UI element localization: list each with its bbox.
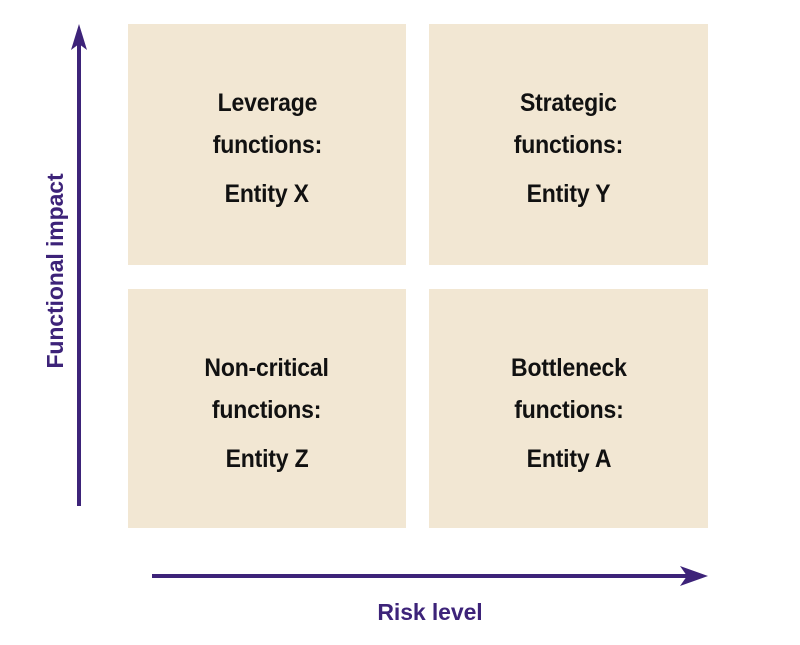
- quadrant-title: Bottleneck functions:: [511, 347, 627, 431]
- quadrant-title-line-2: functions:: [212, 131, 322, 159]
- quadrant-title-line-2: functions:: [513, 396, 624, 424]
- quadrant-title: Leverage functions:: [212, 82, 322, 166]
- quadrant-title: Strategic functions:: [513, 82, 624, 166]
- quadrant-title-line-1: Bottleneck: [510, 354, 627, 382]
- quadrant-entity: Entity X: [224, 180, 310, 208]
- quadrant-title-line-2: functions:: [513, 131, 624, 159]
- quadrant-title-line-1: Leverage: [217, 89, 317, 117]
- quadrant-bottom-right[interactable]: Bottleneck functions: Entity A: [429, 289, 708, 528]
- y-axis-label: Functional impact: [42, 173, 68, 369]
- x-axis-arrow: [150, 562, 710, 590]
- arrow-up-icon: [71, 24, 87, 506]
- quadrant-entity: Entity Z: [225, 445, 309, 473]
- quadrant-top-right[interactable]: Strategic functions: Entity Y: [429, 24, 708, 265]
- quadrant-top-left[interactable]: Leverage functions: Entity X: [128, 24, 406, 265]
- quadrant-entity: Entity Y: [526, 180, 611, 208]
- quadrant-bottom-left[interactable]: Non-critical functions: Entity Z: [128, 289, 406, 528]
- x-axis-label: Risk level: [377, 599, 483, 625]
- quadrant-title-line-2: functions:: [212, 396, 322, 424]
- quadrant-title-line-1: Non-critical: [204, 354, 330, 382]
- arrow-right-icon: [152, 566, 708, 586]
- quadrant-title: Non-critical functions:: [205, 347, 329, 431]
- y-axis-arrow: [71, 24, 87, 506]
- quadrant-title-line-1: Strategic: [520, 89, 617, 117]
- quadrant-entity: Entity A: [526, 445, 611, 473]
